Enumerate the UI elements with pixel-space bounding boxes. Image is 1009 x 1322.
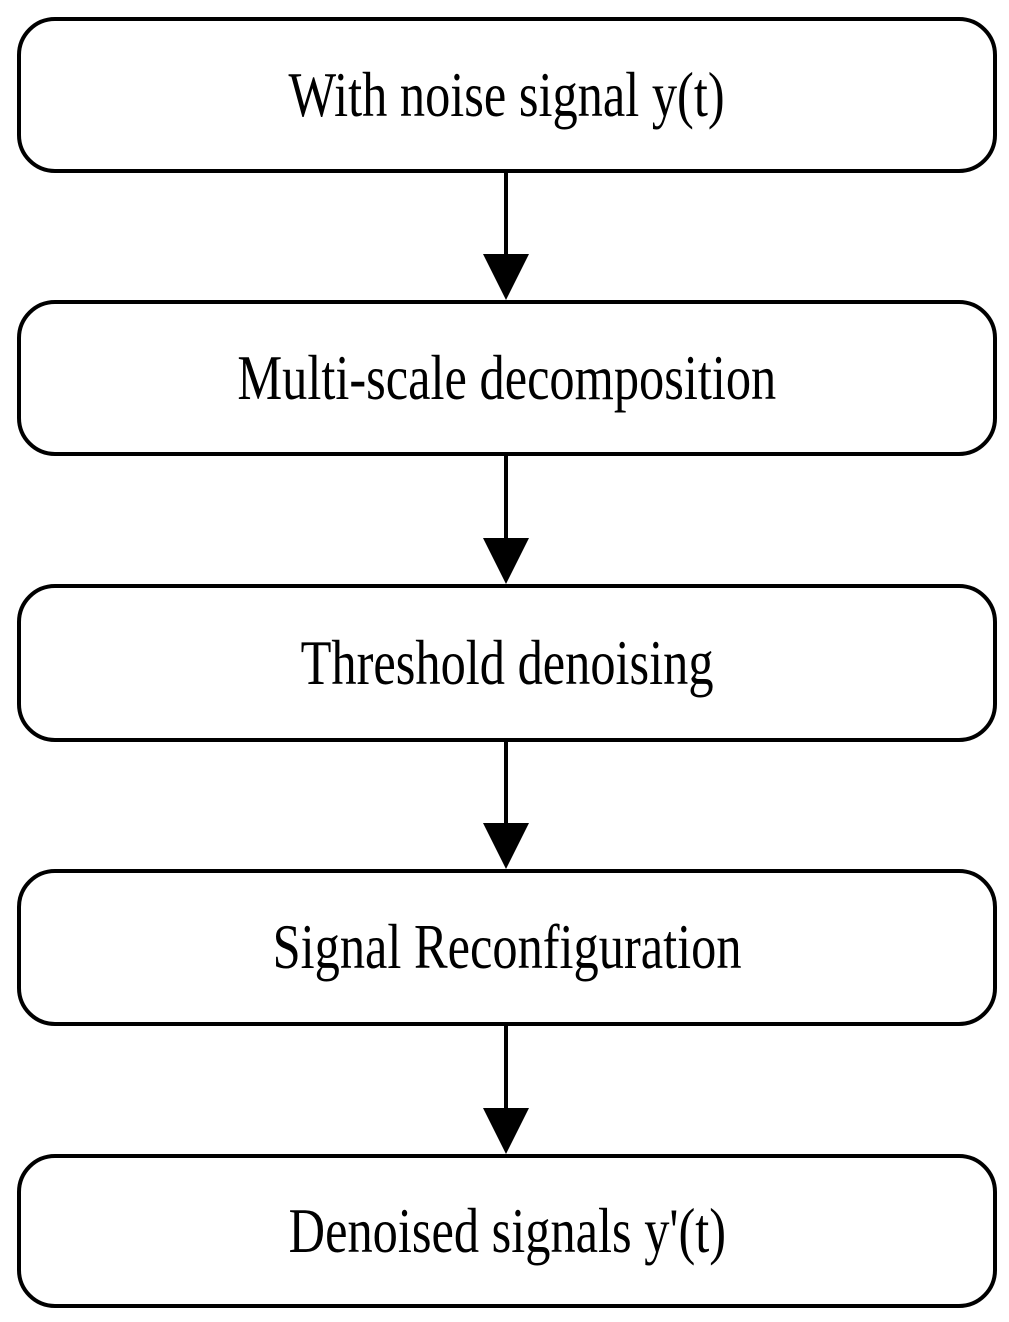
arrow-stem [504,1026,508,1108]
flowchart-arrow-1 [483,173,529,300]
node-label: Denoised signals y'(t) [288,1195,726,1266]
arrow-stem [504,742,508,823]
flowchart-arrow-2 [483,456,529,584]
flowchart-node-signal-reconfiguration[interactable]: Signal Reconfiguration [17,869,997,1026]
flowchart-arrow-4 [483,1026,529,1154]
flowchart-node-denoised-signals[interactable]: Denoised signals y'(t) [17,1154,997,1308]
arrow-head-down-icon [483,1108,529,1154]
arrow-head-down-icon [483,254,529,300]
flowchart-node-threshold-denoising[interactable]: Threshold denoising [17,584,997,742]
flowchart-node-with-noise-signal[interactable]: With noise signal y(t) [17,17,997,173]
node-label: Signal Reconfiguration [272,912,742,983]
node-label: Threshold denoising [300,627,714,698]
arrow-head-down-icon [483,823,529,869]
arrow-stem [504,456,508,538]
arrow-stem [504,173,508,254]
flowchart-node-multi-scale-decomposition[interactable]: Multi-scale decomposition [17,300,997,456]
arrow-head-down-icon [483,538,529,584]
node-label: With noise signal y(t) [288,59,726,130]
flowchart-arrow-3 [483,742,529,869]
node-label: Multi-scale decomposition [237,342,777,413]
